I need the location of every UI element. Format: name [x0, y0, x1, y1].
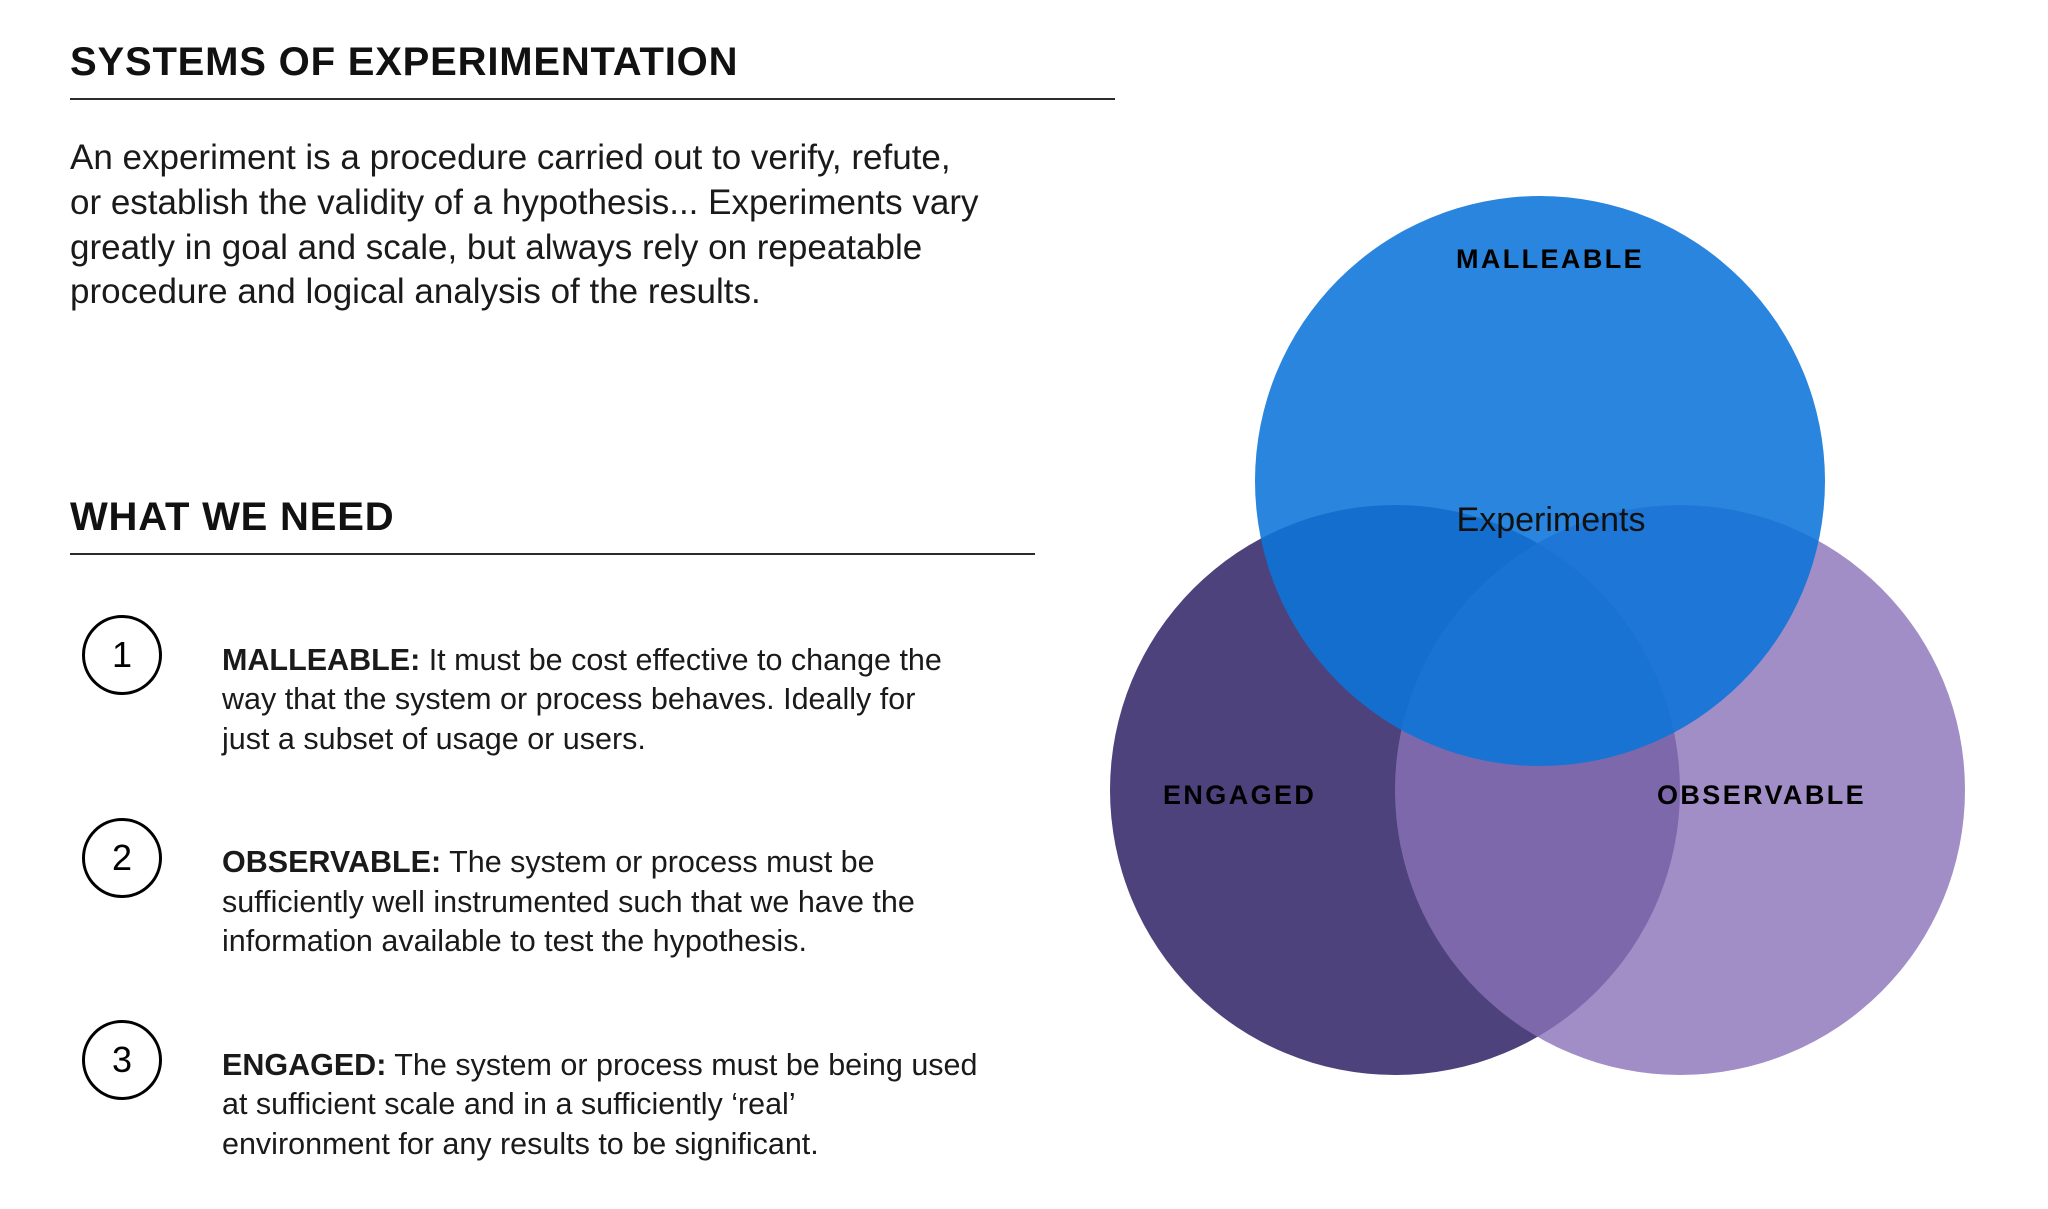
page-title: SYSTEMS OF EXPERIMENTATION	[70, 40, 739, 84]
list-number-badge: 3	[82, 1020, 162, 1101]
need-list: 1 MALLEABLE: It must be cost effective t…	[70, 601, 1160, 1165]
what-we-need-divider	[70, 553, 1035, 555]
venn-diagram: MALLEABLE ENGAGED OBSERVABLE Experiments	[1090, 170, 1990, 1100]
list-item-body: The system or process must be sufficient…	[222, 845, 915, 959]
list-item: 3 ENGAGED: The system or process must be…	[70, 1006, 1160, 1165]
title-divider	[70, 98, 1115, 100]
list-item-lead: MALLEABLE:	[222, 642, 421, 677]
list-number-badge: 1	[82, 615, 162, 695]
what-we-need-heading: WHAT WE NEED	[70, 495, 395, 539]
list-item-lead: OBSERVABLE:	[222, 845, 442, 880]
list-item-text: OBSERVABLE: The system or process must b…	[222, 804, 1052, 963]
list-item-lead: ENGAGED:	[222, 1047, 387, 1082]
list-item: 2 OBSERVABLE: The system or process must…	[70, 804, 1160, 963]
left-content-column: SYSTEMS OF EXPERIMENTATION An experiment…	[70, 40, 1160, 1161]
venn-circles-graphic	[1110, 196, 1965, 1075]
list-number-badge: 2	[82, 817, 162, 898]
list-item-text: ENGAGED: The system or process must be b…	[222, 1006, 1052, 1165]
what-we-need-section: WHAT WE NEED 1 MALLEABLE: It must be cos…	[70, 495, 1160, 1209]
venn-label-engaged: ENGAGED	[1163, 780, 1317, 810]
venn-circle-malleable	[1255, 196, 1825, 766]
venn-label-malleable: MALLEABLE	[1455, 244, 1645, 274]
intro-paragraph: An experiment is a procedure carried out…	[70, 138, 979, 312]
venn-label-observable: OBSERVABLE	[1657, 780, 1867, 810]
venn-center-label: Experiments	[1456, 501, 1646, 539]
list-item: 1 MALLEABLE: It must be cost effective t…	[70, 601, 1160, 760]
list-item-body: It must be cost effective to change the …	[222, 642, 942, 756]
list-item-text: MALLEABLE: It must be cost effective to …	[222, 601, 1052, 760]
slide-canvas: SYSTEMS OF EXPERIMENTATION An experiment…	[70, 40, 1990, 1162]
